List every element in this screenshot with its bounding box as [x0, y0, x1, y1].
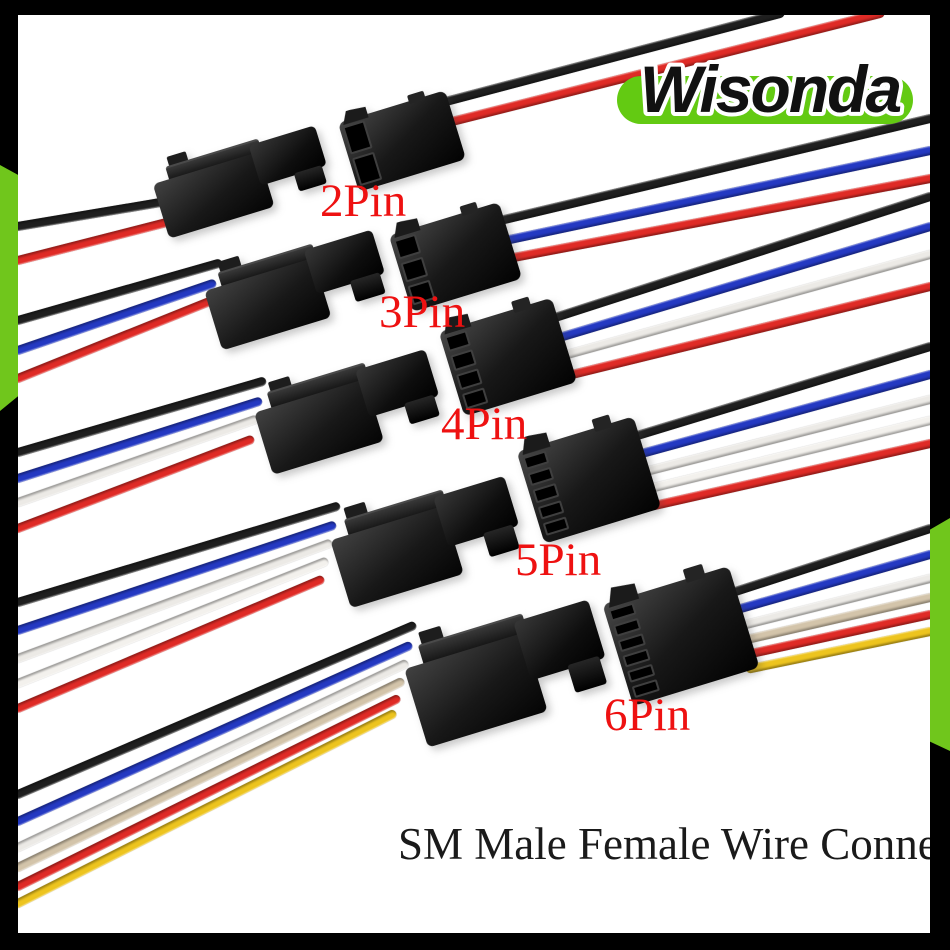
- brand-text-svg: Wisonda: [636, 48, 907, 128]
- pin-label-4pin: 4Pin: [441, 398, 528, 450]
- male-connector-3pin: [201, 229, 392, 351]
- pin-label-2pin: 2Pin: [320, 175, 407, 227]
- pin-label-3pin: 3Pin: [379, 286, 466, 338]
- male-connector-5pin: [327, 475, 528, 609]
- frame-top: [0, 0, 950, 15]
- wire-blue: [504, 144, 930, 245]
- product-caption: SM Male Female Wire Connector: [398, 819, 950, 869]
- frame-bottom: [0, 933, 950, 950]
- frame-left: [0, 0, 18, 950]
- frame-right: [930, 0, 950, 950]
- male-connector-6pin: [400, 598, 615, 748]
- brand-text: Wisonda: [640, 52, 901, 126]
- male-connector-2pin: [150, 125, 334, 239]
- wire-white: [558, 248, 930, 361]
- brand-pill: [617, 76, 913, 124]
- pin-label-6pin: 6Pin: [604, 689, 691, 741]
- wire-red: [18, 433, 256, 534]
- wire-white: [640, 393, 930, 477]
- pin-slot: [455, 368, 483, 391]
- wire-white: [18, 413, 260, 508]
- wire-black: [498, 112, 930, 225]
- pin-slot: [449, 349, 477, 372]
- pin-label-5pin: 5Pin: [515, 534, 602, 586]
- accent-left: [0, 165, 18, 411]
- pin-slot: [532, 483, 560, 504]
- accent-right: [930, 518, 950, 751]
- brand-logo: Wisonda: [605, 30, 930, 128]
- male-connector-4pin: [251, 349, 447, 475]
